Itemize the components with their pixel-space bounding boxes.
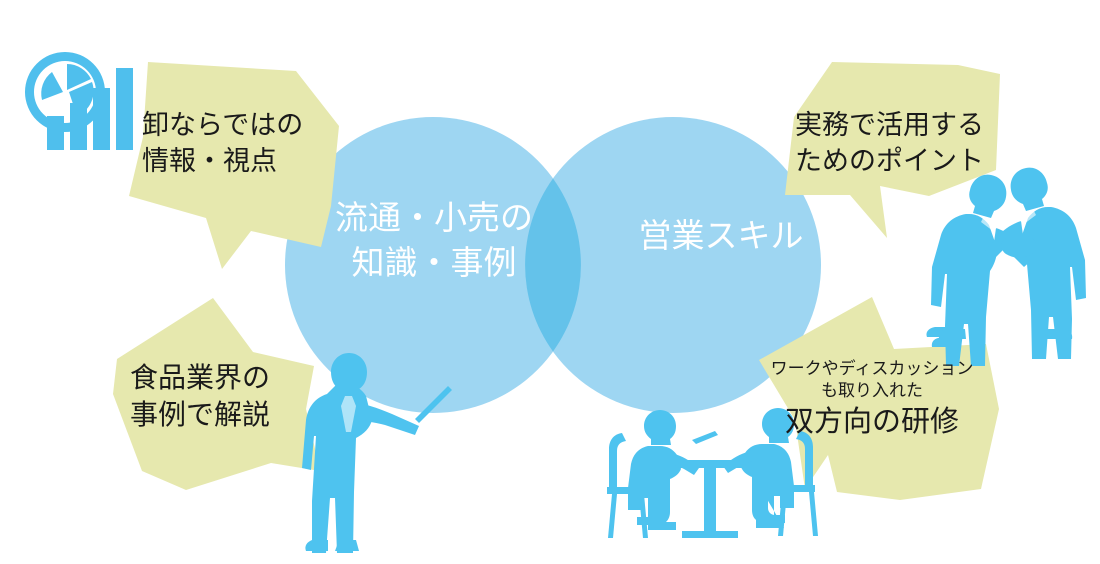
handshake-silhouette: [926, 167, 1086, 366]
callout-shape-top-right: [785, 62, 1000, 238]
venn-circle-right: [525, 117, 821, 413]
venn-overlap-lens: [525, 178, 581, 352]
venn-left-label: 流通・小売の知識・事例: [300, 196, 568, 285]
callout-shape-bottom-left: [113, 298, 320, 490]
venn-circle-left: [285, 117, 581, 413]
venn-left-label-line1: 流通・小売の: [335, 199, 533, 236]
pie-bar-chart-icon: [24, 51, 133, 150]
callout-shape-top-left: [129, 62, 339, 269]
meeting-silhouette: [607, 408, 818, 538]
callout-shape-bottom-right: [759, 297, 999, 500]
venn-left-label-line2: 知識・事例: [351, 243, 517, 281]
venn-right-label-line1: 営業スキル: [638, 217, 804, 254]
venn-diagram: [285, 117, 821, 413]
presenter-silhouette: [302, 353, 452, 553]
venn-right-label: 営業スキル: [596, 214, 846, 259]
